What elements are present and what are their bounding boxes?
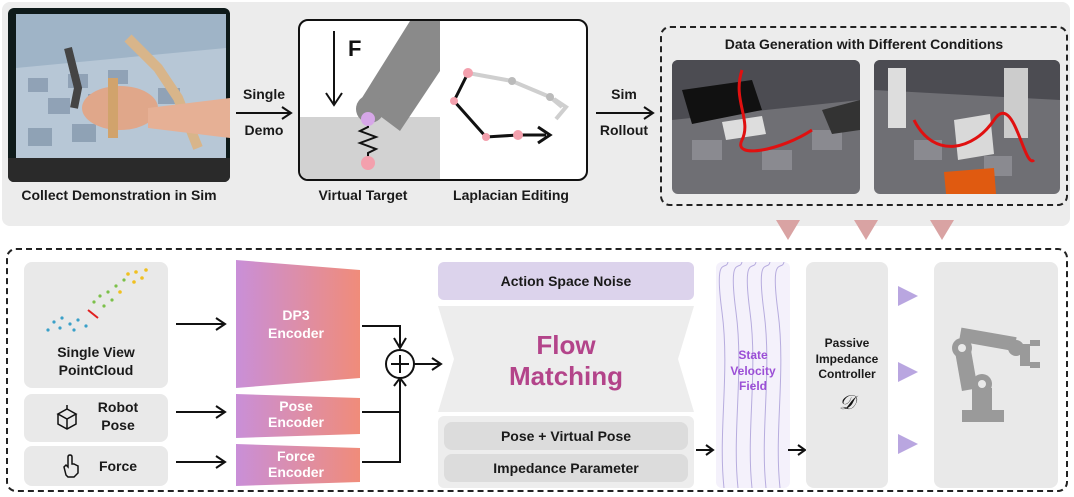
robot-arm-icon xyxy=(952,327,1040,422)
pose-encoder-label: Pose Encoder xyxy=(267,398,324,431)
state-velocity-label: State Velocity Field xyxy=(730,348,776,394)
impedance-parameter-label: Impedance Parameter xyxy=(493,460,639,476)
robot-pose-label: Robot Pose xyxy=(97,399,139,433)
controller-label: Passive Impedance Controller xyxy=(815,336,879,382)
fusion-connectors xyxy=(362,325,443,463)
passive-impedance-controller xyxy=(806,262,888,488)
flow-matching-label: Flow Matching xyxy=(508,330,624,392)
force-symbol: F xyxy=(348,36,362,61)
pointcloud-label: Single View PointCloud xyxy=(57,344,135,378)
sim-rollout-arrow xyxy=(596,106,655,120)
demo-label: Demo xyxy=(244,122,284,138)
virtual-target-laplacian-box xyxy=(298,19,588,181)
control-output-triangles xyxy=(898,286,918,454)
action-space-noise xyxy=(438,262,694,300)
force-encoder-label: Force Encoder xyxy=(267,448,324,481)
laplacian-caption: Laplacian Editing xyxy=(453,187,569,203)
force-card: Force xyxy=(24,446,168,486)
transfer-triangles xyxy=(776,220,954,240)
virtual-target-caption: Virtual Target xyxy=(318,187,408,203)
sim-rollout-image-2 xyxy=(874,60,1060,194)
data-generation-box xyxy=(660,26,1068,206)
policy-architecture-panel xyxy=(6,248,1068,492)
collect-caption: Collect Demonstration in Sim xyxy=(21,187,217,203)
datagen-title: Data Generation with Different Condition… xyxy=(724,36,1004,52)
state-velocity-field xyxy=(716,262,790,488)
input-arrows xyxy=(176,317,227,469)
single-demo-arrow xyxy=(236,106,293,120)
impedance-parameter-pill xyxy=(444,454,688,482)
pose-virtual-pose-label: Pose + Virtual Pose xyxy=(500,428,632,444)
pose-virtual-pose-pill xyxy=(444,422,688,450)
cube-axes-icon xyxy=(56,405,78,430)
pointcloud-icon xyxy=(46,268,148,332)
field-to-controller-arrow xyxy=(788,444,807,456)
controller-symbol: 𝒟 xyxy=(839,390,855,414)
touch-hand-icon xyxy=(63,454,79,478)
action-noise-label: Action Space Noise xyxy=(500,273,632,289)
demo-photo xyxy=(8,8,230,182)
flow-to-field-arrow xyxy=(696,444,715,456)
encoder-shapes xyxy=(236,260,360,486)
pointcloud-card: Single View PointCloud xyxy=(24,262,168,388)
flow-matching-shape xyxy=(438,306,694,412)
dp3-encoder-label: DP3 Encoder xyxy=(267,307,324,342)
robot-card xyxy=(934,262,1058,488)
rollout-label: Rollout xyxy=(599,122,649,138)
sim-label: Sim xyxy=(611,86,637,102)
single-label: Single xyxy=(242,86,285,102)
robot-pose-card: Robot Pose xyxy=(24,394,168,442)
force-label: Force xyxy=(98,458,138,474)
sim-rollout-image-1 xyxy=(672,60,860,194)
